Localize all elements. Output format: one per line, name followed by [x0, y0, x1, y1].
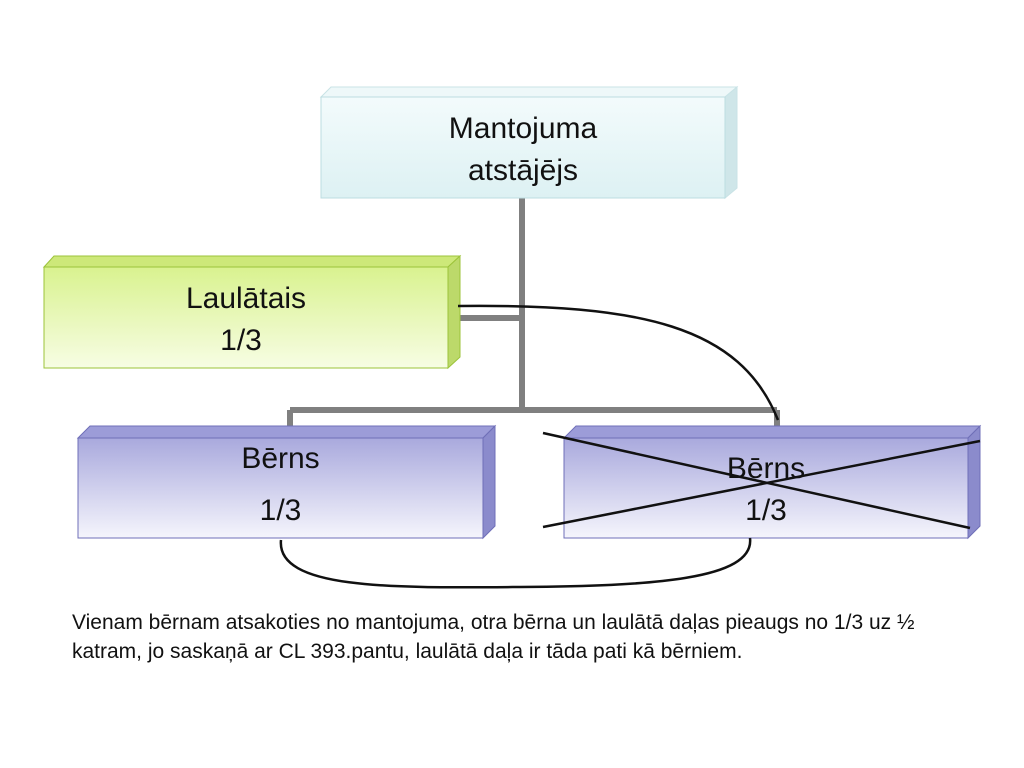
- spouse-box-top-face: [42, 255, 462, 268]
- spouse-label: Laulātais 1/3: [44, 278, 448, 362]
- explanation-caption: Vienam bērnam atsakoties no mantojuma, o…: [72, 611, 915, 663]
- child-left-box: [76, 424, 497, 540]
- spouse-to-child-arc: [457, 304, 780, 421]
- child-to-child-arc: [279, 537, 752, 589]
- child-right-share-label: 1/3: [745, 494, 787, 527]
- child-right-box-top-face: [562, 425, 982, 439]
- child-left-box-side-face: [482, 424, 496, 540]
- deceased-box-top-face: [319, 86, 739, 98]
- child-left-share-label: 1/3: [259, 494, 302, 527]
- deceased-label-line1: Mantojuma: [448, 112, 598, 145]
- spouse-box: [42, 254, 462, 370]
- child-left-label-line1: Bērns: [241, 442, 320, 475]
- spouse-label-line1: Laulātais: [185, 282, 307, 315]
- child-right-label: Bērns 1/3: [564, 448, 968, 532]
- deceased-box-front: [320, 96, 726, 199]
- deceased-label-line2: atstājējs: [467, 154, 579, 187]
- child-left-label: Bērns 1/3: [78, 433, 483, 537]
- deceased-box-side-face: [724, 85, 738, 200]
- deceased-box: [319, 85, 739, 200]
- child-left-box-front: [77, 437, 484, 539]
- spouse-box-front: [43, 266, 449, 369]
- deceased-label: Mantojuma atstājējs: [321, 108, 725, 192]
- child-right-box-side-face: [967, 424, 981, 540]
- child-right-label-line1: Bērns: [726, 452, 806, 485]
- spouse-box-side-face: [447, 254, 461, 370]
- spouse-share-label: 1/3: [220, 324, 262, 357]
